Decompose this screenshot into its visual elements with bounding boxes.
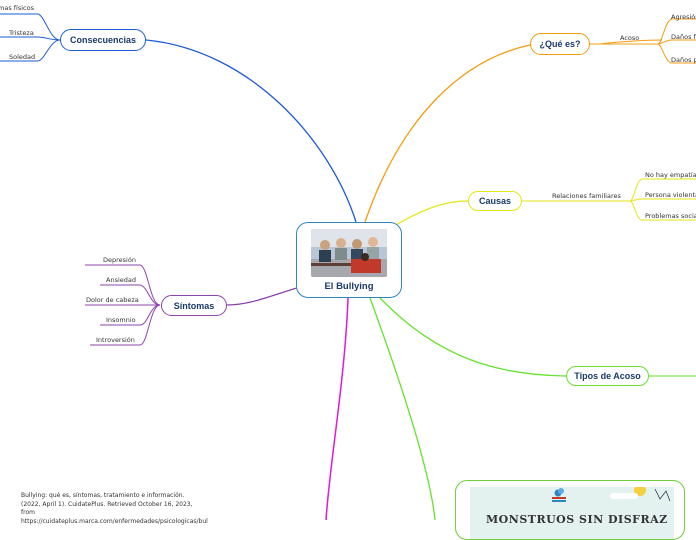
leaf-insomnio[interactable]: Insomnio — [106, 316, 136, 324]
leaf-danos-fisicos[interactable]: Daños fís — [671, 33, 696, 41]
leaf-dolor-de-cabeza[interactable]: Dolor de cabeza — [86, 296, 139, 304]
poster-image: MONSTRUOS SIN DISFRAZ — [470, 487, 674, 539]
label-acoso[interactable]: Acoso — [620, 34, 640, 42]
leaf-ansiedad[interactable]: Ansiedad — [106, 276, 136, 284]
central-title: El Bullying — [324, 281, 374, 292]
leaf-no-hay-empatia[interactable]: No hay empatía — [645, 171, 696, 179]
citation-note[interactable]: Bullying: qué es, síntomas, tratamiento … — [21, 492, 208, 525]
connector-lines — [0, 13, 696, 520]
classroom-photo — [311, 229, 387, 277]
central-topic[interactable]: El Bullying — [296, 222, 402, 298]
leaf-soledad[interactable]: Soledad — [9, 53, 36, 61]
leaf-persona-violenta[interactable]: Persona violenta — [645, 191, 696, 199]
leaf-problemas-fisicos[interactable]: mas físicos — [0, 4, 34, 12]
leaf-problemas-sociales[interactable]: Problemas sociale — [645, 212, 696, 220]
label-relaciones-familiares[interactable]: Relaciones familiares — [552, 192, 621, 200]
leaf-introversion[interactable]: Introversión — [96, 336, 135, 344]
node-causas[interactable]: Causas — [468, 191, 522, 211]
poster-image-node[interactable]: MONSTRUOS SIN DISFRAZ — [455, 480, 685, 540]
node-que-es[interactable]: ¿Qué es? — [530, 33, 590, 55]
poster-decoration — [552, 487, 671, 502]
leaf-depresion[interactable]: Depresión — [103, 256, 136, 264]
leaf-agresion[interactable]: Agresión — [671, 13, 696, 21]
node-consecuencias[interactable]: Consecuencias — [60, 29, 146, 51]
node-sintomas[interactable]: Síntomas — [161, 295, 227, 316]
node-tipos-de-acoso[interactable]: Tipos de Acoso — [566, 366, 649, 386]
leaf-danos-psicologicos[interactable]: Daños ps — [671, 56, 696, 64]
leaf-tristeza[interactable]: Tristeza — [9, 29, 34, 37]
